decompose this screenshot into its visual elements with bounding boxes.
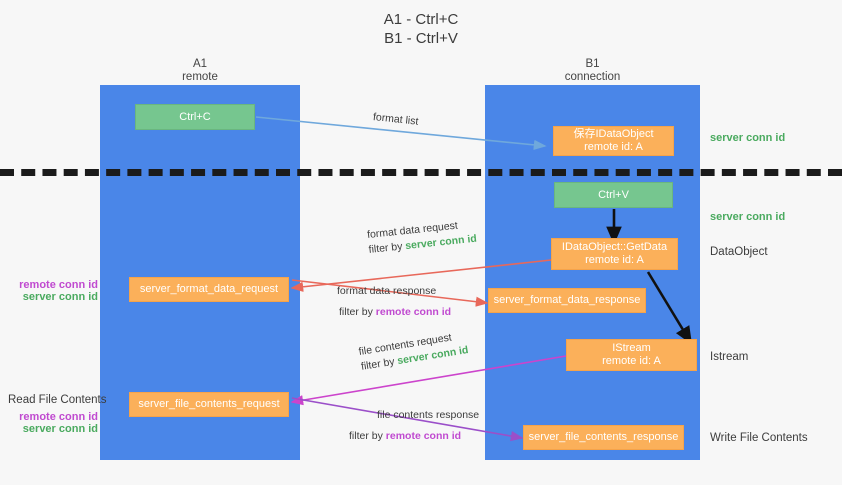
edge-label-format-data-response: format data response filter by remote co… (337, 284, 451, 320)
box-save-idataobject-line2: remote id: A (584, 141, 643, 153)
label-remote-conn-id-2: remote conn id (19, 411, 98, 423)
edge-label-format-list: format list (372, 111, 419, 128)
lane-header-b1-name: B1 (585, 58, 600, 70)
filter-prefix: filter by (368, 240, 406, 256)
lane-header-b1-subtitle: connection (564, 71, 621, 83)
box-server-file-contents-response[interactable]: server_file_contents_response (523, 425, 684, 450)
box-getdata-line1: IDataObject::GetData (561, 241, 668, 253)
box-istream-line2: remote id: A (602, 355, 661, 367)
label-server-conn-id-top: server conn id (710, 132, 786, 144)
filter-value: remote conn id (375, 306, 452, 318)
box-server-format-data-request[interactable]: server_format_data_request (129, 277, 289, 302)
title-line-1: A1 - Ctrl+C (383, 11, 459, 28)
filter-prefix: filter by (339, 306, 376, 318)
dashed-divider (0, 169, 842, 176)
diagram-title: A1 - Ctrl+C B1 - Ctrl+V (0, 10, 842, 48)
label-istream: Istream (710, 351, 749, 363)
label-group-conn-ids-lower: remote conn id server conn id (8, 411, 98, 435)
edge-label-format-data-response-title: format data response (337, 285, 437, 297)
lane-header-a1-name: A1 (192, 58, 208, 70)
edge-label-format-data-request: format data request filter by server con… (366, 217, 478, 258)
label-server-conn-id-1: server conn id (22, 291, 98, 303)
box-server-format-data-response[interactable]: server_format_data_response (488, 288, 646, 313)
lane-header-a1-subtitle: remote (182, 71, 218, 83)
edge-label-file-contents-response-title: file contents response (377, 409, 480, 421)
title-line-2: B1 - Ctrl+V (384, 30, 458, 47)
box-idataobject-getdata[interactable]: IDataObject::GetData remote id: A (551, 238, 678, 270)
box-istream-line1: IStream (612, 342, 651, 354)
label-server-conn-id-mid: server conn id (710, 211, 786, 223)
box-server-file-contents-request-label: server_file_contents_request (138, 398, 280, 410)
filter-prefix: filter by (349, 430, 386, 442)
box-server-format-data-response-label: server_format_data_response (493, 294, 641, 306)
label-remote-conn-id-1: remote conn id (19, 279, 98, 291)
box-ctrl-c[interactable]: Ctrl+C (135, 104, 255, 130)
box-save-idataobject-line1: 保存IDataObject (573, 128, 654, 140)
label-group-conn-ids-upper: remote conn id server conn id (8, 279, 98, 303)
edge-label-format-data-response-filter: filter by remote conn id (339, 305, 451, 320)
label-dataobject: DataObject (710, 246, 768, 258)
label-server-conn-id-2: server conn id (22, 423, 98, 435)
box-save-idataobject[interactable]: 保存IDataObject remote id: A (553, 126, 674, 156)
box-istream[interactable]: IStream remote id: A (566, 339, 697, 371)
box-ctrl-v[interactable]: Ctrl+V (554, 182, 673, 208)
box-ctrl-c-label: Ctrl+C (179, 110, 211, 123)
box-getdata-line2: remote id: A (585, 254, 644, 266)
edge-label-file-contents-response-filter: filter by remote conn id (349, 429, 479, 444)
label-read-file-contents: Read File Contents (8, 394, 107, 406)
box-server-format-data-request-label: server_format_data_request (139, 283, 279, 295)
lane-header-b1: B1 connection (485, 58, 700, 84)
edge-label-file-contents-response: file contents response filter by remote … (349, 408, 480, 444)
lane-header-a1: A1 remote (100, 58, 300, 84)
box-server-file-contents-request[interactable]: server_file_contents_request (129, 392, 289, 417)
label-write-file-contents: Write File Contents (710, 432, 808, 444)
edge-label-file-contents-request: file contents request filter by server c… (358, 328, 470, 375)
box-ctrl-v-label: Ctrl+V (598, 188, 629, 201)
filter-value: remote conn id (385, 430, 462, 442)
box-server-file-contents-response-label: server_file_contents_response (528, 431, 679, 443)
